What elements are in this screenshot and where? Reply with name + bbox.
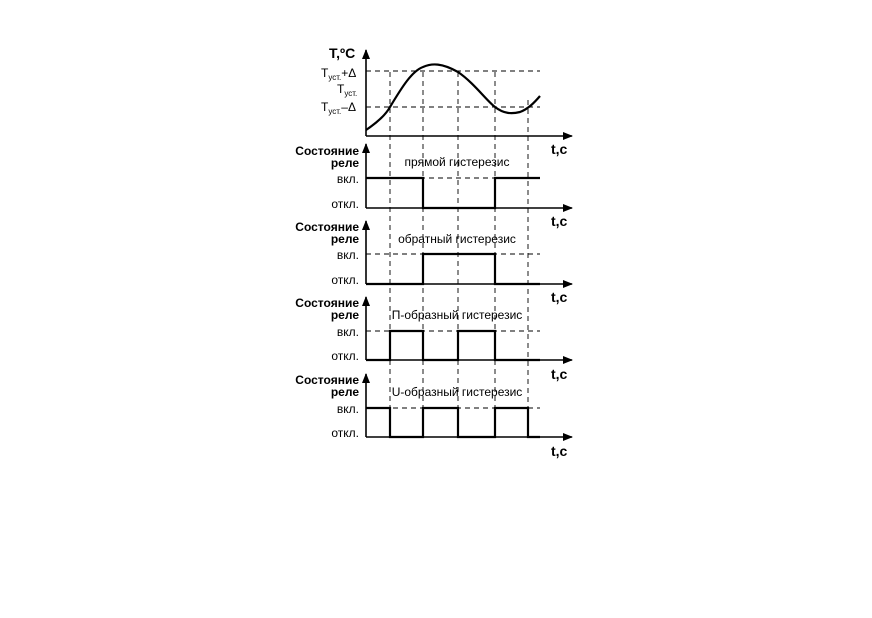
relay-panel-inverse: Состояние реле обратный гистерезис вкл. … — [295, 220, 573, 305]
panel1-title: прямой гистерезис — [405, 155, 510, 169]
panel3-y-label-line2: реле — [331, 308, 359, 322]
panel2-on-label: вкл. — [337, 248, 359, 262]
level-upper-label: Туст.+Δ — [321, 66, 356, 82]
panel4-y-label-line2: реле — [331, 385, 359, 399]
temperature-x-axis-label: t,c — [551, 141, 568, 157]
panel3-title: П-образный гистерезис — [392, 308, 523, 322]
panel4-y-label-line1: Состояние — [295, 373, 359, 387]
panel1-x-axis-label: t,c — [551, 213, 568, 229]
panel4-relay-signal — [366, 406, 540, 439]
level-set-label: Туст. — [337, 82, 357, 98]
panel3-x-axis-label: t,c — [551, 366, 568, 382]
temperature-chart: Т,ºС t,c Туст.+Δ Туст. Туст.–Δ — [321, 45, 573, 157]
panel3-off-label: откл. — [331, 349, 359, 363]
panel2-y-label-line2: реле — [331, 232, 359, 246]
relay-panel-u-shaped: Состояние реле U-образный гистерезис вкл… — [295, 373, 573, 459]
panel4-off-label: откл. — [331, 426, 359, 440]
temperature-y-axis-label: Т,ºС — [329, 45, 355, 61]
panel2-x-axis-label: t,c — [551, 289, 568, 305]
panel3-on-label: вкл. — [337, 325, 359, 339]
panel2-y-label-line1: Состояние — [295, 220, 359, 234]
temperature-curve — [365, 63, 541, 131]
relay-panel-p-shaped: Состояние реле П-образный гистерезис вкл… — [295, 296, 573, 382]
panel1-on-label: вкл. — [337, 172, 359, 186]
panel1-off-label: откл. — [331, 197, 359, 211]
panel3-y-label-line1: Состояние — [295, 296, 359, 310]
panel4-x-axis-label: t,c — [551, 443, 568, 459]
level-lower-label: Туст.–Δ — [321, 100, 356, 116]
panel1-y-label-line1: Состояние — [295, 144, 359, 158]
panel4-on-label: вкл. — [337, 402, 359, 416]
panel4-title: U-образный гистерезис — [392, 385, 523, 399]
panel2-relay-signal — [366, 252, 540, 286]
panel2-off-label: откл. — [331, 273, 359, 287]
panel1-relay-signal — [366, 176, 540, 210]
relay-panel-direct: Состояние реле прямой гистерезис вкл. от… — [295, 143, 573, 229]
panel1-y-label-line2: реле — [331, 156, 359, 170]
panel2-title: обратный гистерезис — [398, 232, 516, 246]
panel3-relay-signal — [366, 329, 540, 362]
